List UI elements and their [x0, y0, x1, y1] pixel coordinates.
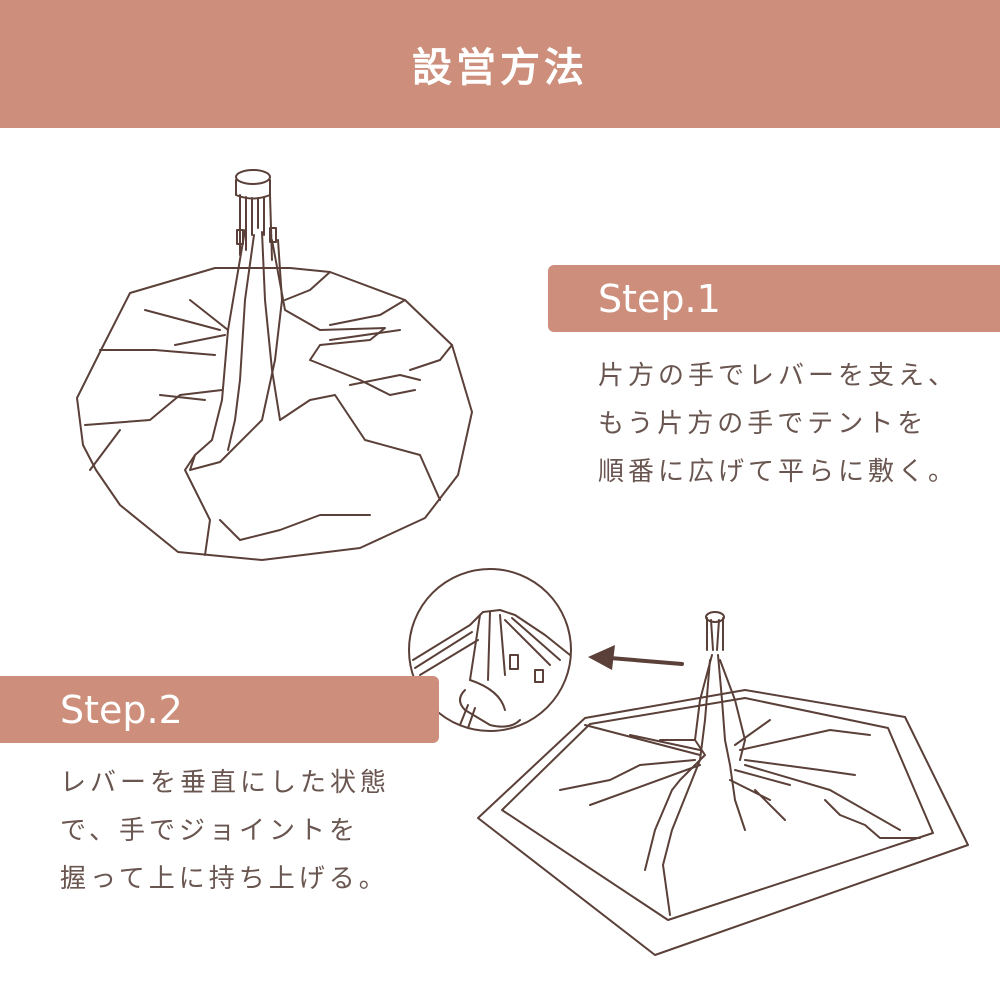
step-2-description: レバーを垂直にした状態 で、手でジョイントを 握って上に持ち上げる。	[60, 759, 390, 903]
step-2-label: Step.2	[60, 687, 183, 732]
arrow-left-icon	[588, 645, 615, 670]
page-header: 設営方法	[0, 0, 1000, 128]
step-1-line-1: 片方の手でレバーを支え、	[598, 361, 959, 391]
step-1-label: Step.1	[598, 276, 721, 321]
lifting-tent-illustration	[477, 611, 969, 956]
step-2-label-bar: Step.2	[0, 676, 439, 743]
step-1-label-bar: Step.1	[548, 265, 1000, 332]
joint-detail-circle	[408, 568, 572, 732]
folded-tent-illustration	[76, 169, 473, 561]
page-title: 設営方法	[412, 45, 588, 91]
step-1-description: 片方の手でレバーを支え、 もう片方の手でテントを 順番に広げて平らに敷く。	[598, 352, 958, 496]
step-2-line-1: レバーを垂直にした状態	[60, 768, 391, 798]
step-1-line-3: 順番に広げて平らに敷く。	[598, 457, 959, 487]
step-2-line-3: 握って上に持ち上げる。	[60, 864, 389, 894]
step-1-line-2: もう片方の手でテントを	[598, 409, 928, 439]
step-2-line-2: で、手でジョイントを	[60, 816, 359, 846]
